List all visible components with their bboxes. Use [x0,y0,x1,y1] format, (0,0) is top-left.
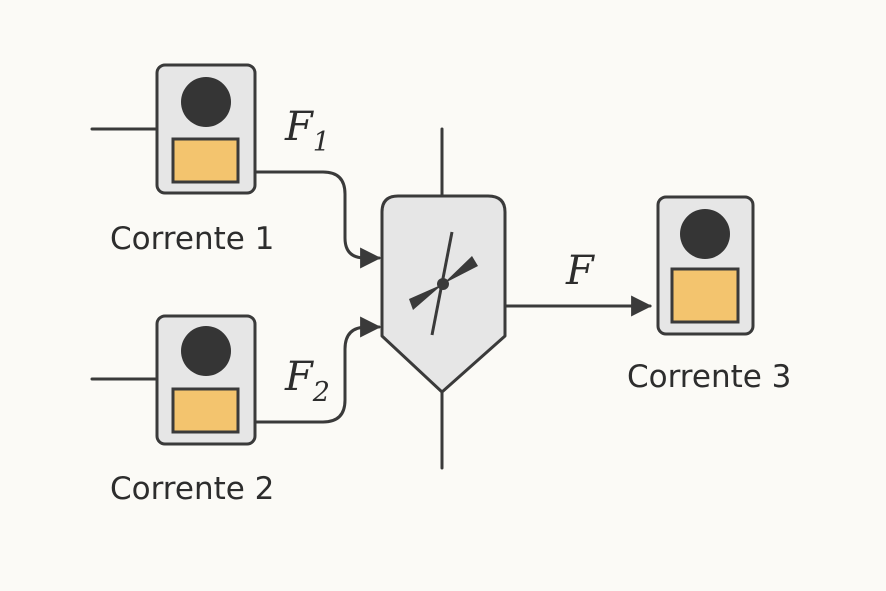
flow-label-2: F2 [284,354,330,408]
mixer-body [380,194,507,394]
stream-device-2 [155,314,257,446]
flow-arrow-1 [253,170,382,269]
sensor-dot-icon [680,209,730,259]
mixer-vessel [380,194,507,394]
flow-label-1: F1 [284,104,330,158]
stream-label-2: Corrente 2 [110,471,274,507]
display-panel-icon [171,387,240,434]
stream-label-3: Corrente 3 [627,359,791,395]
display-panel-icon [670,267,740,324]
sensor-dot-icon [181,326,231,376]
connection-lines [90,127,653,470]
stream-device-1 [155,63,257,195]
stream-device-3 [656,195,755,336]
flow-label-3: F [565,248,595,294]
flow-arrow-2 [253,316,382,424]
display-panel-icon [171,137,240,184]
mixer-agitator-icon [409,231,478,336]
stream-label-1: Corrente 1 [110,221,274,257]
sensor-dot-icon [181,77,231,127]
